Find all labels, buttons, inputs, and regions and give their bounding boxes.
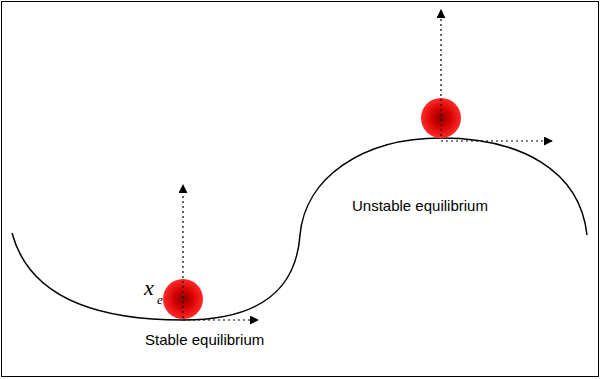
energy-curve — [12, 138, 587, 320]
variable-symbol: x — [144, 276, 154, 300]
vertical-arrow — [440, 10, 441, 136]
state-label: Stable equilibrium — [145, 332, 264, 349]
state-label: Unstable equilibrium — [352, 198, 488, 215]
variable-subscript: e — [157, 293, 163, 307]
horizontal-arrow — [183, 319, 258, 320]
vertical-arrow — [182, 185, 183, 318]
horizontal-arrow — [441, 140, 552, 141]
